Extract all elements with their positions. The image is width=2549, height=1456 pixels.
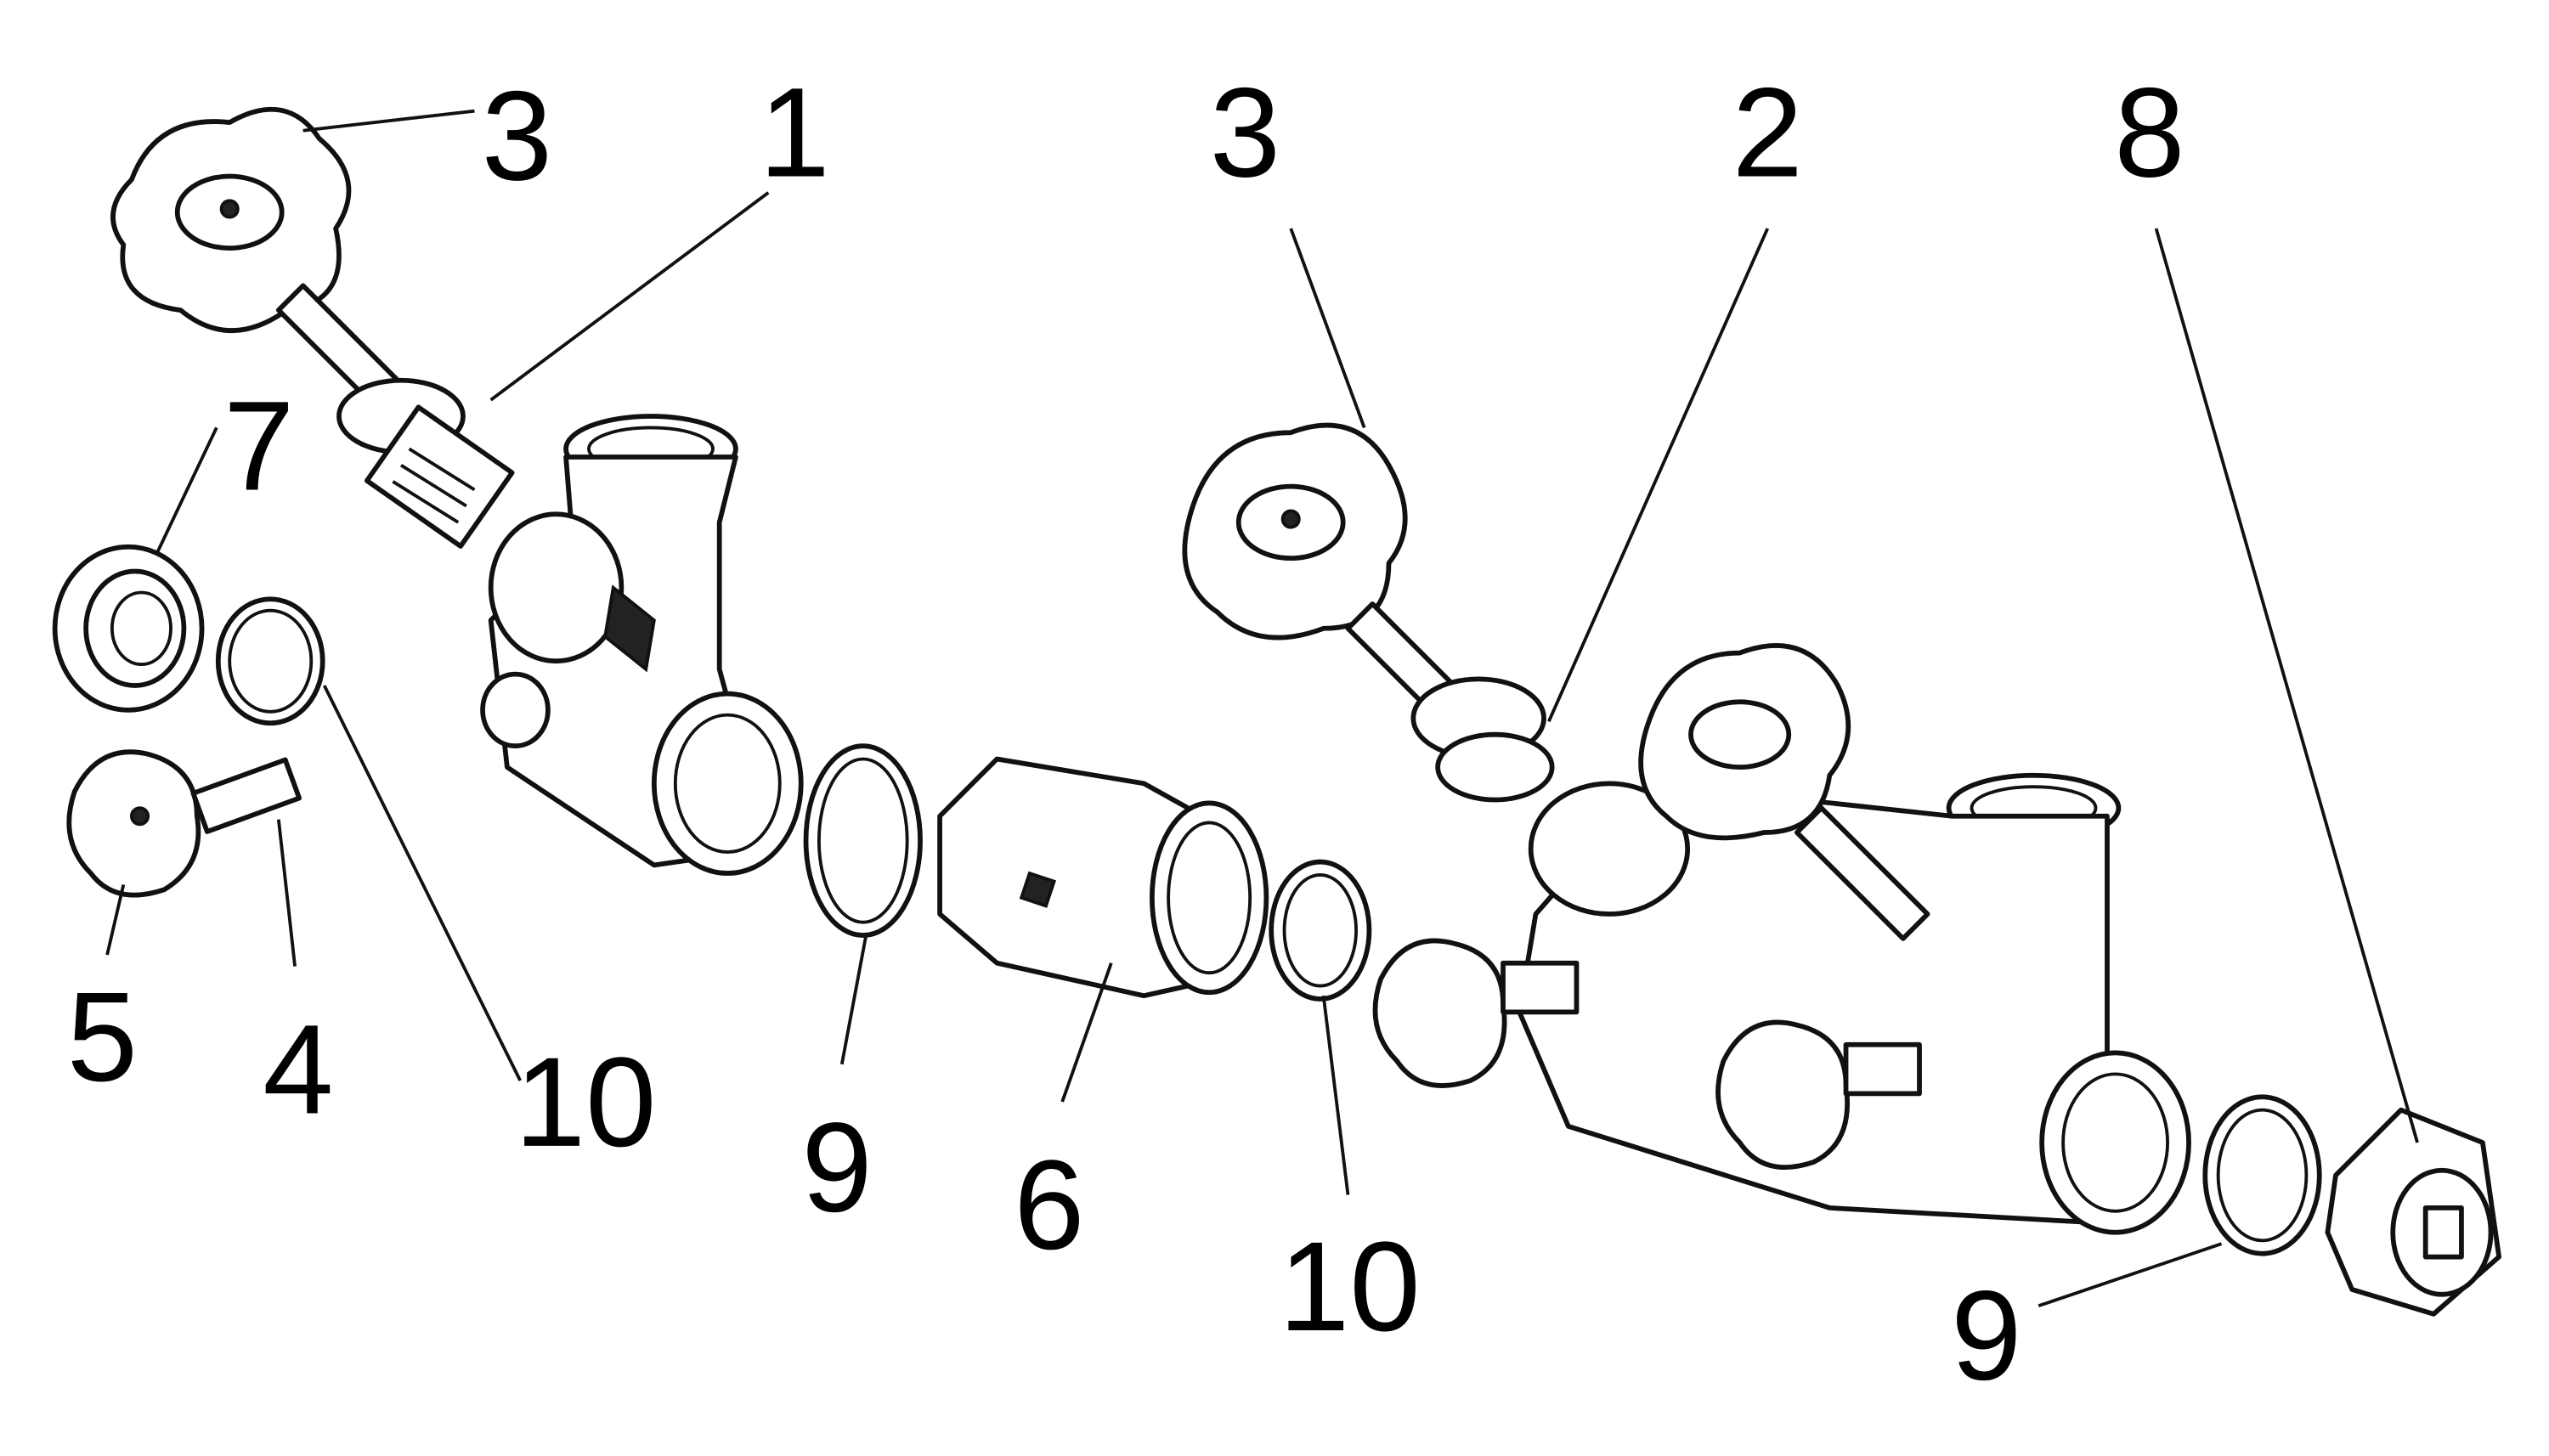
manifold-assembly-right	[1372, 643, 2191, 1235]
cap-7	[52, 544, 205, 713]
union-nut-6	[937, 756, 1269, 999]
seal-ring-9-left	[803, 743, 923, 938]
callout-3: 3	[482, 64, 552, 206]
callout-2: 2	[1732, 61, 1803, 204]
callout-7: 7	[223, 374, 294, 516]
callout-4: 4	[263, 997, 333, 1140]
callout-1: 1	[759, 61, 829, 204]
callout-9: 9	[801, 1096, 872, 1239]
callout-8: 8	[2114, 61, 2184, 204]
valve-insert-1	[364, 404, 515, 549]
callout-3: 3	[1210, 61, 1280, 204]
callout-9: 9	[1951, 1264, 2021, 1407]
callouts: 3 1 3 2 8 7 5 4 10 9 6 10 9	[67, 61, 2185, 1407]
seal-ring-9-right	[2202, 1094, 2322, 1256]
callout-10: 10	[515, 1030, 657, 1173]
seal-ring-10-right	[1269, 859, 1372, 1002]
tee-body-left	[480, 414, 804, 876]
leader-lines	[105, 109, 2419, 1308]
callout-5: 5	[67, 965, 138, 1108]
handwheel-middle	[1182, 422, 1555, 803]
end-cap-8	[2325, 1107, 2502, 1317]
small-valve-4-5	[66, 749, 302, 898]
seal-ring-10-left	[215, 596, 325, 726]
callout-6: 6	[1014, 1133, 1084, 1276]
callout-10: 10	[1279, 1215, 1421, 1357]
